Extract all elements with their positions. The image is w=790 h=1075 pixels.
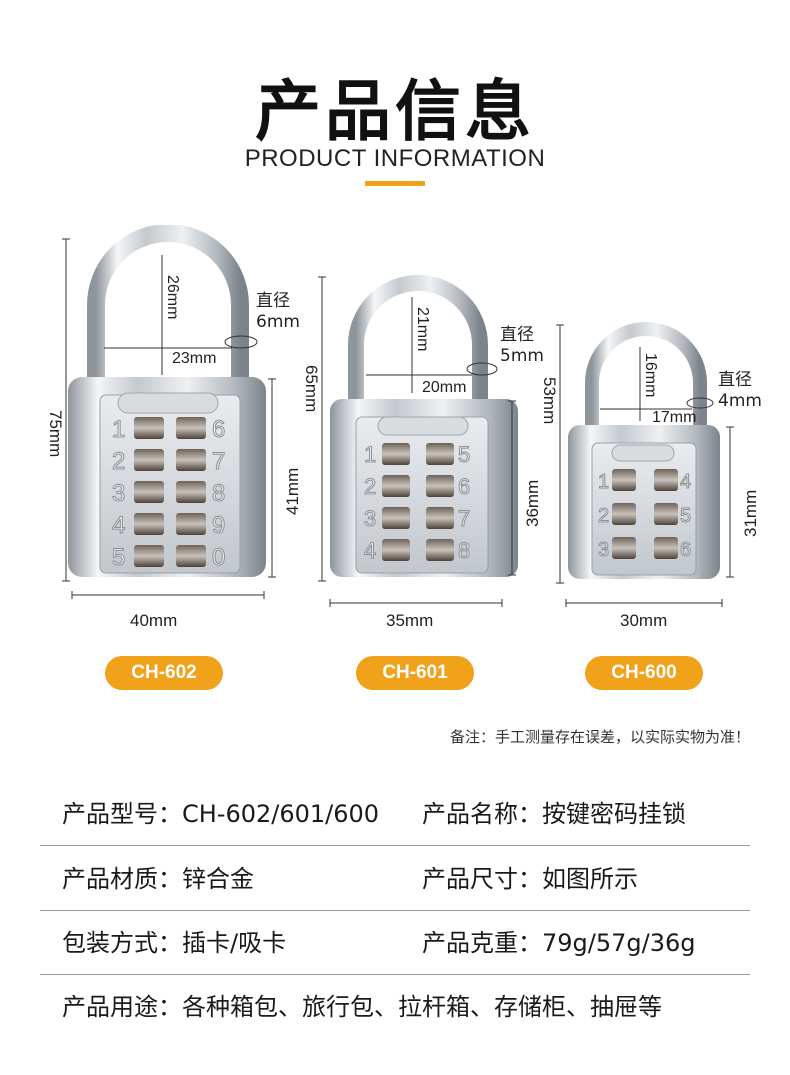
key-label: 2 xyxy=(112,448,125,475)
model-badge-ch-600: CH-600 xyxy=(585,656,703,690)
key-label: 6 xyxy=(458,474,470,499)
product-illustration: 1 2 3 4 5 6 7 8 9 0 75mm 41mm xyxy=(46,225,762,630)
page-title: 产品信息 xyxy=(255,73,535,150)
key-label: 1 xyxy=(364,442,376,467)
spec-value: 如图所示 xyxy=(542,865,638,893)
spec-model: 产品型号：CH-602/601/600 xyxy=(62,782,379,846)
key-label: 1 xyxy=(598,471,609,493)
diameter-label: 直径 xyxy=(500,325,534,345)
lock-ch-601: 1 2 3 4 5 6 7 8 65mm 36mm 35mm 21mm 20m xyxy=(302,275,544,630)
key-label: 5 xyxy=(458,442,470,467)
key-label: 4 xyxy=(112,512,125,539)
shackle-icon xyxy=(585,322,707,435)
spec-name: 产品名称：按键密码挂锁 xyxy=(422,782,686,846)
title-underline xyxy=(365,181,425,186)
dim-shackle-height: 16mm xyxy=(642,353,659,397)
dim-body-height: 31mm xyxy=(741,490,760,537)
key-label: 2 xyxy=(598,505,609,527)
dim-shackle-height: 21mm xyxy=(414,307,431,351)
key-label: 7 xyxy=(212,448,225,475)
page-subtitle: PRODUCT INFORMATION xyxy=(244,145,546,172)
spec-value: 按键密码挂锁 xyxy=(542,800,686,828)
key-label: 3 xyxy=(598,539,609,561)
dim-shackle-width: 17mm xyxy=(652,409,696,426)
spec-label: 产品用途： xyxy=(62,993,182,1021)
spec-package: 包装方式：插卡/吸卡 xyxy=(62,911,286,975)
dim-body-height: 41mm xyxy=(283,468,302,515)
key-label: 3 xyxy=(112,480,125,507)
key-label: 5 xyxy=(680,505,691,527)
diameter-value: 4mm xyxy=(718,391,762,411)
dim-width: 40mm xyxy=(130,611,177,630)
key-label: 2 xyxy=(364,474,376,499)
spec-row: 产品材质：锌合金 产品尺寸：如图所示 xyxy=(40,847,750,911)
spec-label: 产品克重： xyxy=(422,929,542,957)
diameter-value: 5mm xyxy=(500,346,544,366)
key-label: 9 xyxy=(212,512,225,539)
spec-value: 各种箱包、旅行包、拉杆箱、存储柜、抽屉等 xyxy=(182,993,662,1021)
key-label: 0 xyxy=(212,544,225,571)
dim-width: 35mm xyxy=(386,611,433,630)
lock-ch-602: 1 2 3 4 5 6 7 8 9 0 75mm 41mm xyxy=(46,225,302,630)
key-label: 4 xyxy=(364,538,376,563)
spec-label: 产品尺寸： xyxy=(422,865,542,893)
key-label: 6 xyxy=(212,416,225,443)
key-label: 8 xyxy=(458,538,470,563)
spec-weight: 产品克重：79g/57g/36g xyxy=(422,911,696,975)
dim-shackle-width: 20mm xyxy=(422,379,466,396)
shackle-icon xyxy=(87,225,249,385)
spec-material: 产品材质：锌合金 xyxy=(62,847,254,911)
key-label: 4 xyxy=(680,471,691,493)
spec-value: 锌合金 xyxy=(182,865,254,893)
dim-total-height: 65mm xyxy=(302,365,321,412)
spec-usage: 产品用途：各种箱包、旅行包、拉杆箱、存储柜、抽屉等 xyxy=(62,975,662,1039)
keypad-keys xyxy=(134,417,206,567)
divider xyxy=(40,910,750,911)
spec-size: 产品尺寸：如图所示 xyxy=(422,847,638,911)
spec-value: 79g/57g/36g xyxy=(542,929,696,957)
spec-value: CH-602/601/600 xyxy=(182,800,380,828)
diameter-label: 直径 xyxy=(256,291,290,311)
spec-label: 产品名称： xyxy=(422,800,542,828)
dim-shackle-width: 23mm xyxy=(172,350,216,367)
key-label: 5 xyxy=(112,544,125,571)
spec-row: 包装方式：插卡/吸卡 产品克重：79g/57g/36g xyxy=(40,911,750,975)
diameter-value: 6mm xyxy=(256,312,300,332)
shackle-icon xyxy=(348,275,488,403)
spec-label: 包装方式： xyxy=(62,929,182,957)
divider xyxy=(40,845,750,846)
spec-label: 产品型号： xyxy=(62,800,182,828)
spec-row: 产品型号：CH-602/601/600 产品名称：按键密码挂锁 xyxy=(40,782,750,846)
key-label: 6 xyxy=(680,539,691,561)
lock-ch-600: 1 2 3 4 5 6 53mm 31mm 30mm 16mm 17mm 直径 … xyxy=(540,322,762,630)
diameter-label: 直径 xyxy=(718,370,752,390)
dim-width: 30mm xyxy=(620,611,667,630)
model-badge-ch-601: CH-601 xyxy=(356,656,474,690)
keypad-keys xyxy=(382,443,454,561)
spec-value: 插卡/吸卡 xyxy=(182,929,287,957)
dim-shackle-height: 26mm xyxy=(164,275,181,319)
key-label: 3 xyxy=(364,506,376,531)
measurement-note: 备注：手工测量存在误差，以实际实物为准！ xyxy=(449,728,750,746)
divider xyxy=(40,974,750,975)
key-label: 7 xyxy=(458,506,470,531)
dim-body-height: 36mm xyxy=(523,480,542,527)
key-label: 1 xyxy=(112,416,125,443)
dim-total-height: 75mm xyxy=(46,410,65,457)
spec-row: 产品用途：各种箱包、旅行包、拉杆箱、存储柜、抽屉等 xyxy=(40,975,750,1039)
keypad-keys xyxy=(612,469,678,559)
spec-label: 产品材质： xyxy=(62,865,182,893)
key-label: 8 xyxy=(212,480,225,507)
model-badge-ch-602: CH-602 xyxy=(105,656,223,690)
dim-total-height: 53mm xyxy=(540,377,559,424)
